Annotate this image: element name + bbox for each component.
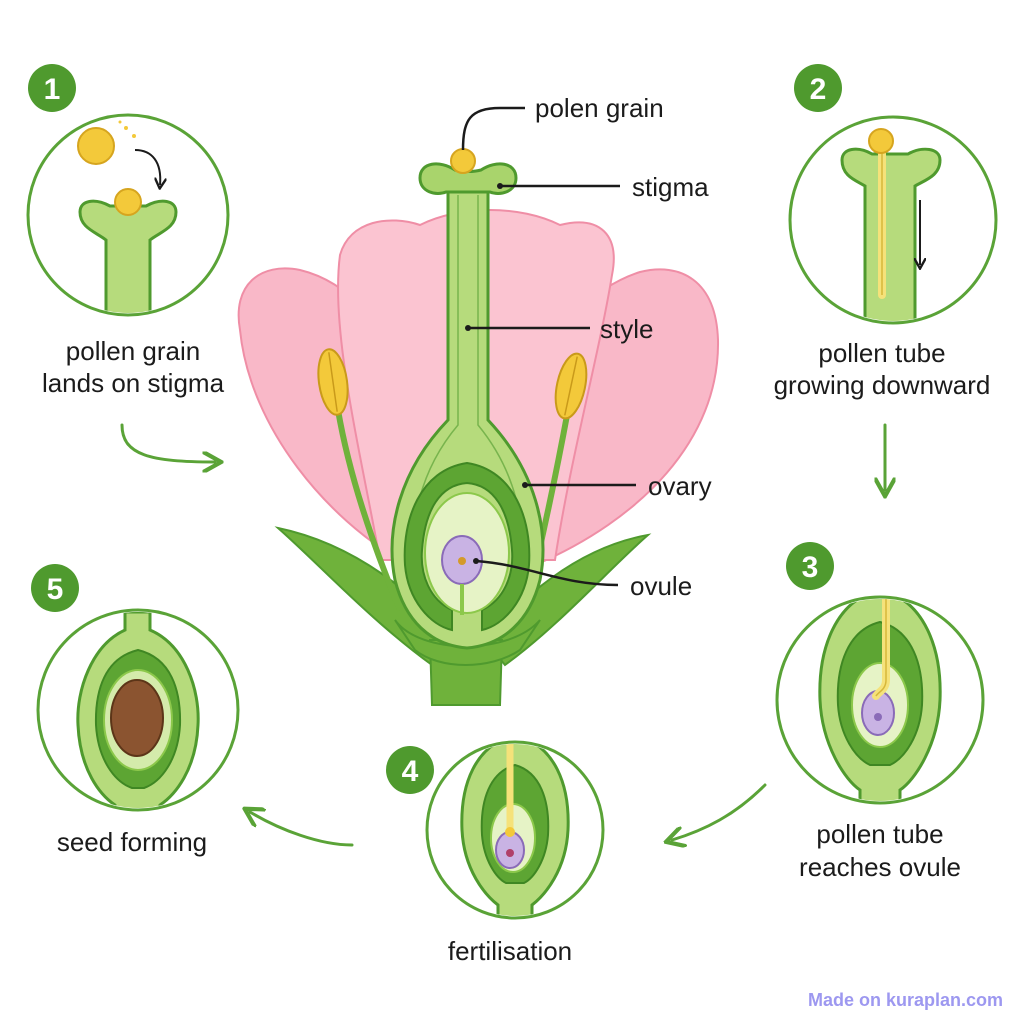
step-1-badge xyxy=(28,64,76,112)
pollen-grain-on-stigma xyxy=(450,148,476,174)
label-stigma: stigma xyxy=(632,172,709,202)
step-3-caption-line2: reaches ovule xyxy=(799,852,961,882)
ovary-wall xyxy=(403,461,531,632)
step-2-caption-line1: pollen tube xyxy=(818,338,945,368)
leader-pollen-grain xyxy=(461,106,525,151)
step-2-number: 2 xyxy=(810,73,827,106)
step-1: 1 pollen grain lands on stigma xyxy=(26,64,230,398)
step-4-number: 4 xyxy=(402,755,419,788)
step-3-badge xyxy=(786,542,834,590)
leader-ovule xyxy=(475,559,619,587)
step-3-number: 3 xyxy=(802,551,819,584)
step-5-number: 5 xyxy=(47,573,64,606)
stigma xyxy=(418,162,518,195)
receptacle xyxy=(394,619,541,666)
step-5-seed xyxy=(110,679,164,757)
label-style: style xyxy=(600,314,653,344)
step-5: 5 seed forming xyxy=(31,564,240,857)
watermark: Made on kuraplan.com xyxy=(808,990,1003,1010)
pollen-grain-falling xyxy=(77,127,115,165)
label-pollen-grain: polen grain xyxy=(535,93,664,123)
central-flower xyxy=(237,148,720,706)
step-3-caption-line1: pollen tube xyxy=(816,819,943,849)
step-5-caption-line1: seed forming xyxy=(57,827,207,857)
step-1-number: 1 xyxy=(44,73,61,106)
arrow-step4-to-step5 xyxy=(250,812,354,847)
step-2-badge xyxy=(794,64,842,112)
step-2: 2 pollen tube growing downward xyxy=(774,64,998,400)
arrow-step3-to-step4 xyxy=(672,783,767,840)
pollen-grain-landed xyxy=(114,188,142,216)
leader-lines xyxy=(461,106,636,587)
step-2-caption-line2: growing downward xyxy=(774,370,991,400)
step-4: 4 fertilisation xyxy=(386,740,605,966)
step-1-caption-line1: pollen grain xyxy=(66,336,200,366)
step-4-badge xyxy=(386,746,434,794)
flow-arrows xyxy=(120,423,885,847)
arrow-step1-to-flower xyxy=(120,423,215,462)
step-4-caption-line1: fertilisation xyxy=(448,936,572,966)
step-1-caption-line2: lands on stigma xyxy=(42,368,225,398)
label-ovule: ovule xyxy=(630,571,692,601)
label-ovary: ovary xyxy=(648,471,712,501)
filament-left xyxy=(335,409,403,612)
step-3: 3 pollen tube reaches ovule xyxy=(775,542,985,882)
step-5-badge xyxy=(31,564,79,612)
